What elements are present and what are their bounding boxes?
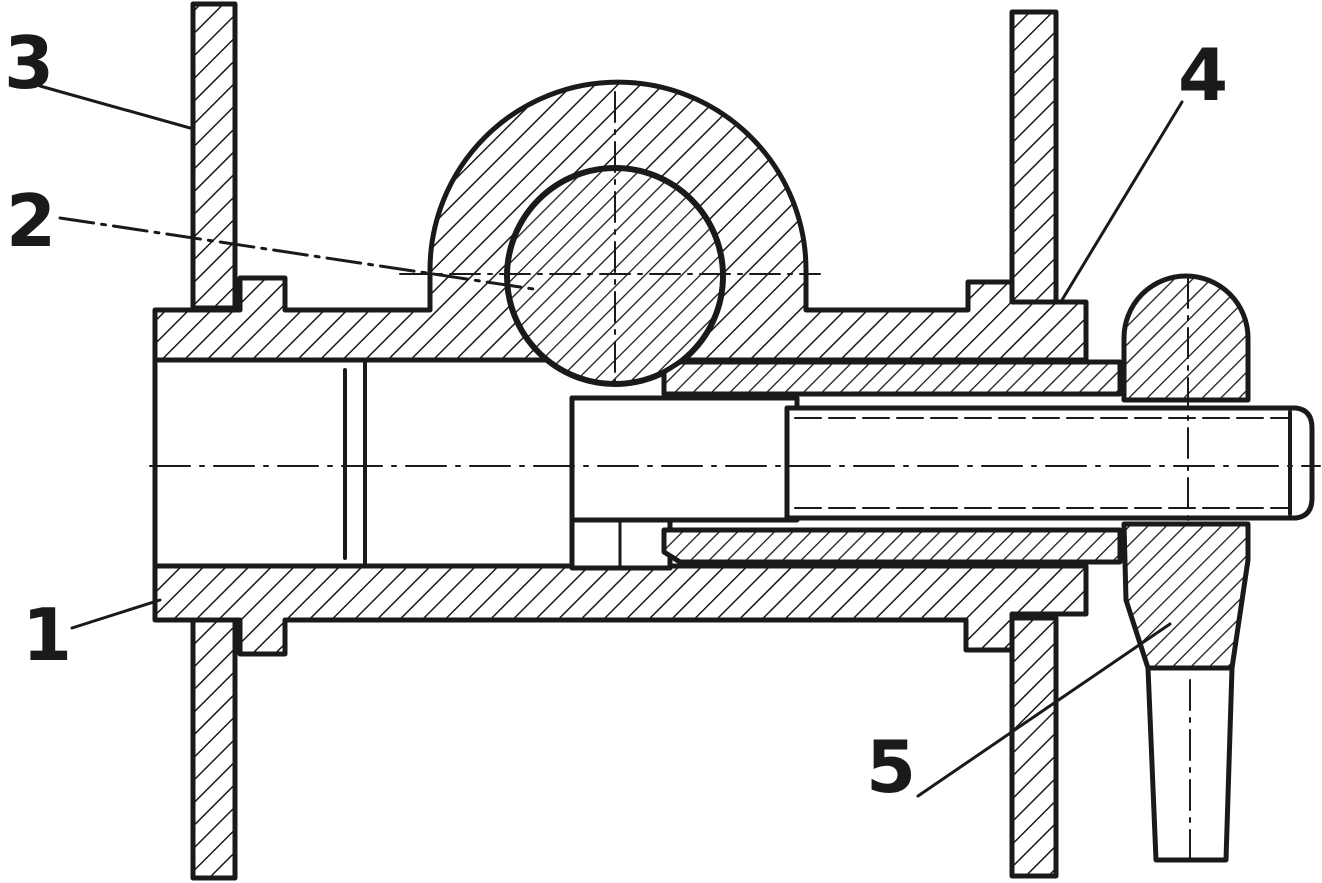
right-frame-plate [1009, 9, 1059, 879]
callout-labels: 3 2 4 1 5 [4, 21, 1228, 809]
callout-3: 3 [4, 21, 54, 105]
threaded-rod [784, 405, 1315, 521]
callout-4: 4 [1178, 33, 1228, 117]
callout-2: 2 [6, 179, 56, 263]
center-lines [149, 91, 1321, 861]
inner-piston [569, 395, 800, 571]
leader-lines [38, 84, 1184, 798]
lever [1121, 273, 1251, 863]
callout-1: 1 [22, 593, 72, 677]
callout-5: 5 [866, 725, 916, 809]
guide-bushing [661, 359, 1123, 565]
left-frame-plate [190, 1, 238, 881]
